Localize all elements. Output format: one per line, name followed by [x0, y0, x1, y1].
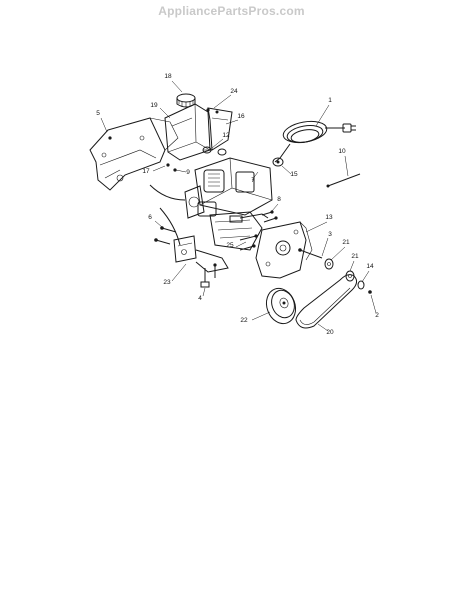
throttle-cable	[149, 184, 186, 246]
callout-20-24: 20	[326, 329, 334, 336]
drive-pulley	[265, 287, 297, 325]
callout-9-8: 9	[186, 169, 190, 176]
callout-23-18: 23	[163, 279, 171, 286]
bolts	[154, 210, 278, 288]
starter-cord	[274, 120, 356, 163]
drive-belt	[295, 274, 358, 329]
callout-12-6: 12	[222, 132, 230, 139]
gear-housing-plate	[255, 221, 313, 279]
callout-21-16: 21	[342, 239, 350, 246]
mounting-plate	[89, 117, 179, 191]
engine-block	[184, 157, 273, 251]
callout-1-5: 1	[328, 97, 332, 104]
callout-21-19: 21	[351, 253, 359, 260]
callout-4-21: 4	[198, 295, 202, 302]
callout-2-23: 2	[375, 312, 379, 319]
callout-6-13: 6	[148, 214, 152, 221]
callout-18-0: 18	[164, 73, 172, 80]
callout-5-4: 5	[96, 110, 100, 117]
callout-10-11: 10	[338, 148, 346, 155]
callout-3-15: 3	[328, 231, 332, 238]
callout-15-9: 15	[290, 171, 298, 178]
engine-mount-bracket	[173, 235, 229, 273]
callout-16-3: 16	[237, 113, 245, 120]
callout-22-22: 22	[240, 317, 248, 324]
callout-8-12: 8	[277, 196, 281, 203]
callout-24-1: 24	[230, 88, 238, 95]
fuel-cap	[176, 93, 196, 108]
tank-bracket	[207, 107, 233, 151]
callout-13-14: 13	[325, 214, 333, 221]
small-fasteners	[108, 108, 227, 172]
cable-tie	[326, 173, 361, 188]
callout-17-7: 17	[142, 168, 150, 175]
callout-19-2: 19	[150, 102, 158, 109]
leader-lines	[100, 80, 377, 332]
callout-7-10: 7	[251, 177, 255, 184]
callout-14-20: 14	[366, 263, 374, 270]
watermark: AppliancePartsPros.com	[158, 4, 305, 18]
starter-switch	[272, 157, 284, 167]
callout-25-17: 25	[226, 242, 234, 249]
